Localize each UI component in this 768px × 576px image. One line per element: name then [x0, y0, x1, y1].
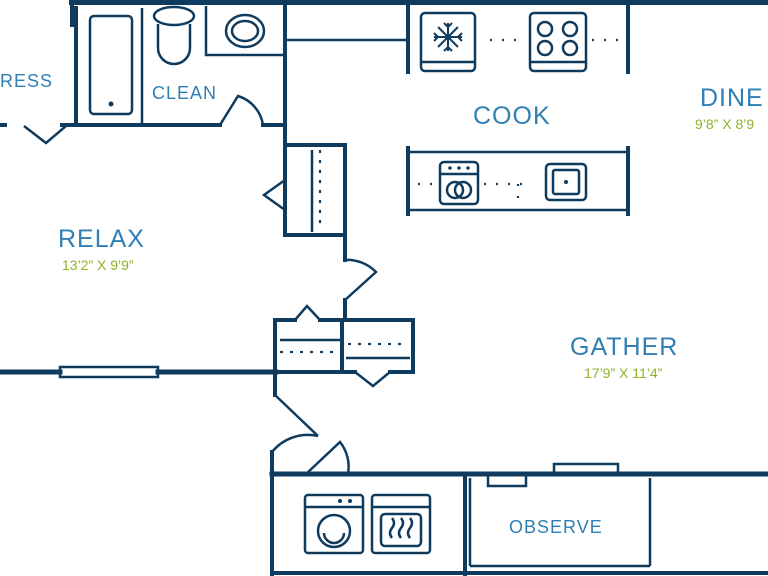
kitchen-counters: [406, 4, 630, 216]
room-label-cook: COOK: [473, 102, 551, 130]
doors: [23, 94, 391, 475]
room-label-observe: OBSERVE: [509, 517, 603, 537]
snowflake-icon: [419, 11, 477, 73]
washer-icon: [303, 493, 365, 555]
room-label-dress: RESS: [0, 71, 53, 91]
room-size-gather: 17’9” X 11’4”: [584, 365, 663, 381]
room-label-clean: CLEAN: [152, 83, 217, 103]
bathroom-sink-icon: [224, 13, 266, 49]
room-label-dine: DINE: [700, 84, 764, 112]
room-size-dine: 9’8” X 8’9: [695, 116, 754, 132]
room-label-relax: RELAX: [58, 225, 145, 253]
room-label-gather: GATHER: [570, 333, 678, 361]
dishwasher-icon: [438, 160, 480, 206]
sink-icon: [544, 162, 588, 202]
room-size-relax: 13’2” X 9’9”: [62, 257, 134, 273]
dryer-icon: [370, 493, 432, 555]
toilet-icon: [152, 5, 196, 66]
cooktop-icon: [528, 11, 588, 73]
